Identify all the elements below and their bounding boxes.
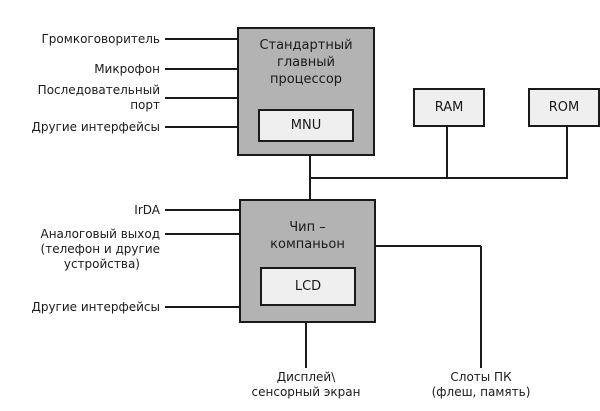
main-processor-title: Стандартный главный процессор bbox=[259, 38, 353, 87]
mnu-block: MNU bbox=[258, 109, 354, 142]
main-processor-block: Стандартный главный процессор MNU bbox=[237, 27, 375, 156]
label-cpu-other-interfaces: Другие интерфейсы bbox=[31, 120, 160, 134]
label-speaker: Громкоговоритель bbox=[41, 32, 160, 46]
label-display: Дисплей\ сенсорный экран bbox=[251, 370, 361, 399]
label-microphone: Микрофон bbox=[94, 62, 160, 76]
ram-block: RAM bbox=[413, 88, 485, 127]
label-analog-out: Аналоговый выход (телефон и другие устро… bbox=[40, 227, 160, 271]
lcd-block: LCD bbox=[260, 267, 356, 306]
companion-chip-title: Чип – компаньон bbox=[270, 220, 345, 252]
label-companion-other-interfaces: Другие интерфейсы bbox=[31, 300, 160, 314]
companion-chip-block: Чип – компаньон LCD bbox=[239, 199, 376, 323]
label-irda: IrDA bbox=[134, 203, 160, 217]
label-pc-slots: Слоты ПК (флеш, память) bbox=[431, 370, 531, 399]
rom-block: ROM bbox=[528, 88, 600, 127]
